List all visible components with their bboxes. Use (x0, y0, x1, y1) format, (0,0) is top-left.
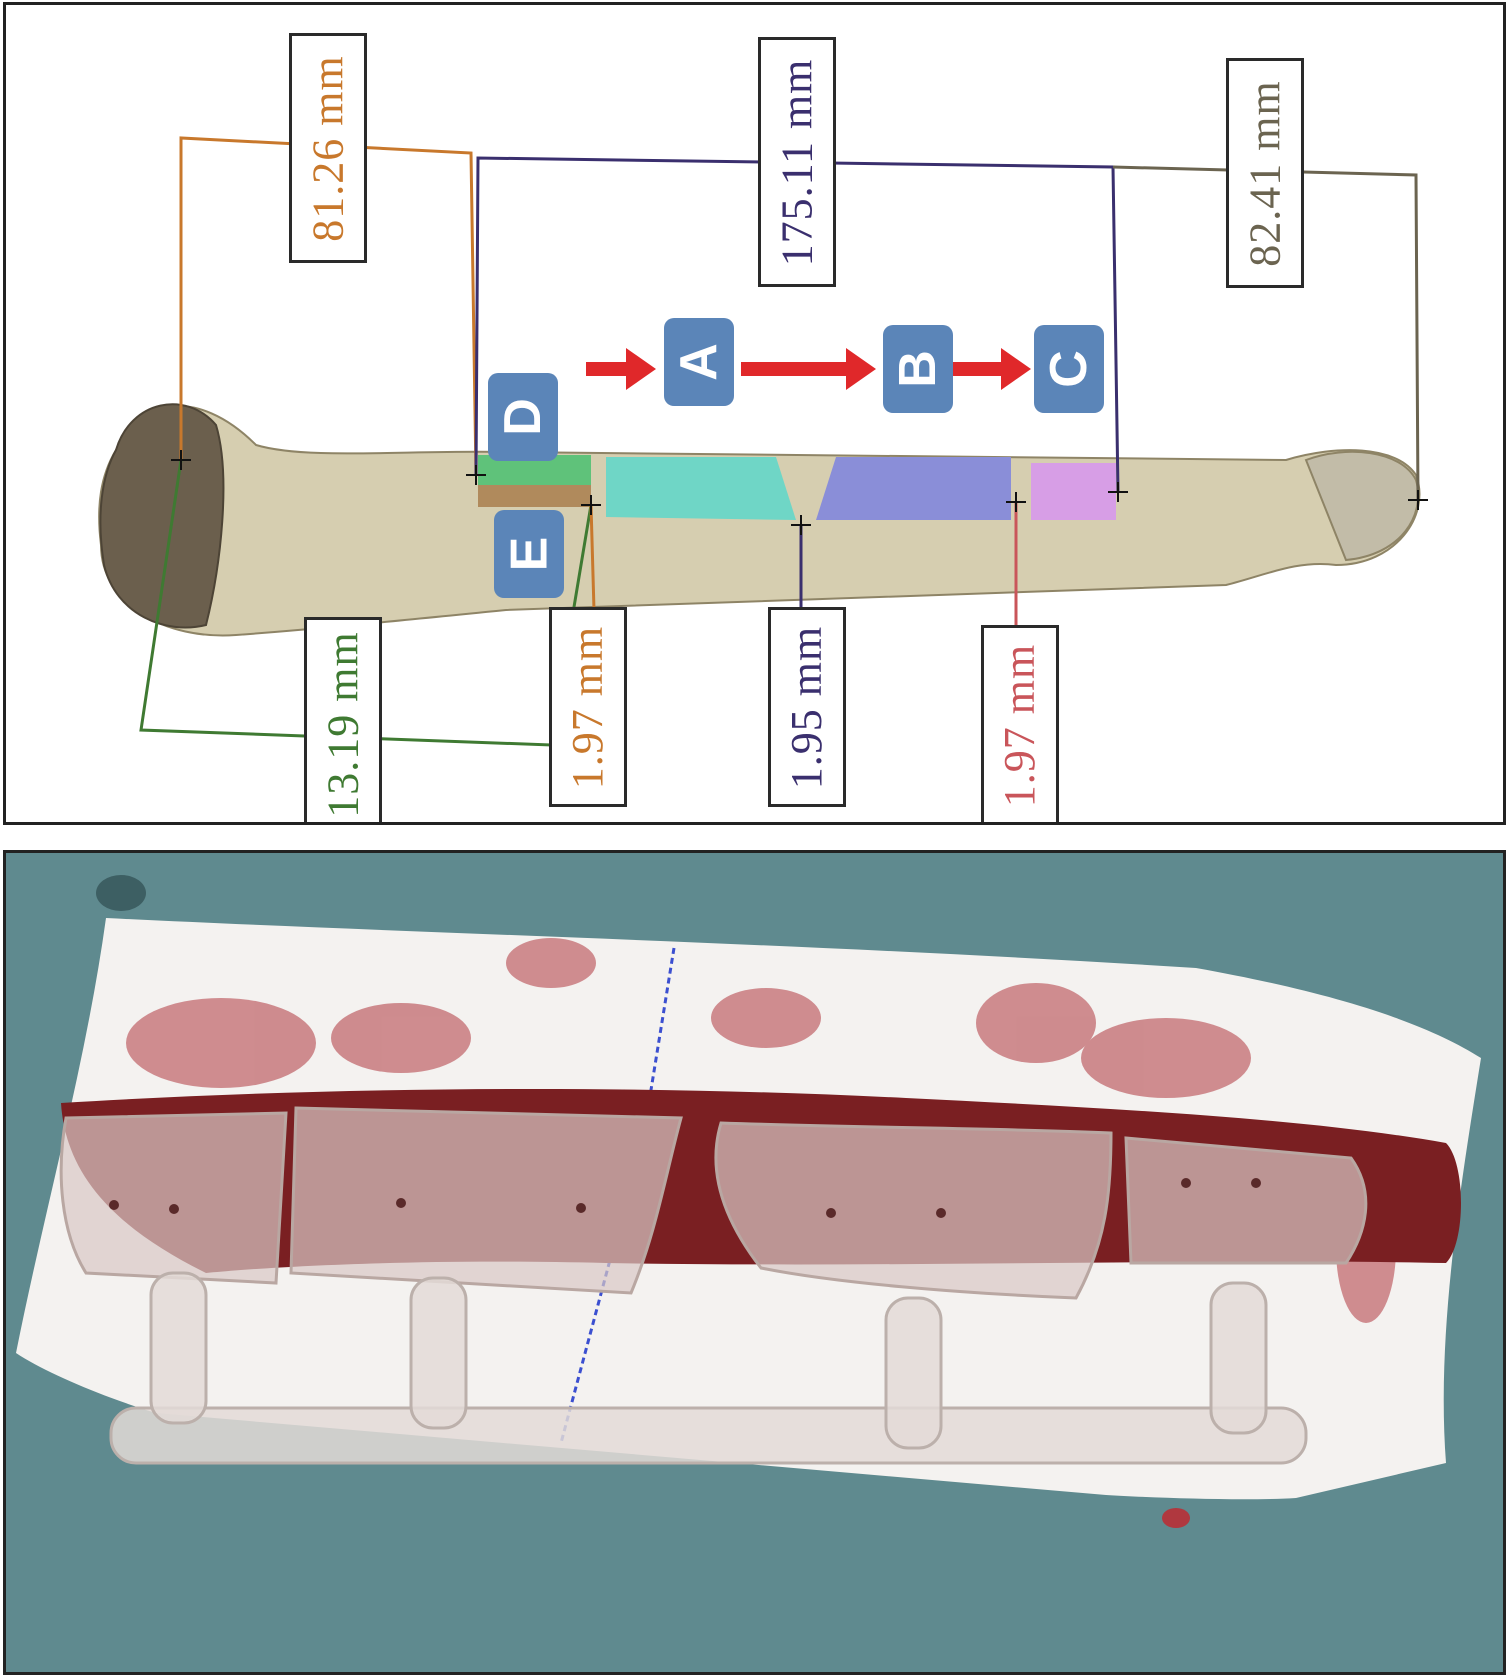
segment-letter: B (889, 350, 947, 388)
guide-hole (936, 1208, 946, 1218)
guide-shell-3 (714, 1121, 1113, 1300)
guide-hole (396, 1198, 406, 1208)
guide-hole (169, 1204, 179, 1214)
guide-hole (1181, 1178, 1191, 1188)
specimen-photo-panel (3, 850, 1506, 1675)
specimen-photo-drawing (6, 853, 1503, 1672)
measurement-value: 81.26 mm (303, 54, 353, 242)
arrow-b-to-c (951, 348, 1031, 390)
measurement-label-82-mm: 82.41 mm (1226, 58, 1304, 288)
measurement-value: 13.19 mm (318, 631, 368, 818)
segment-b (816, 457, 1011, 520)
bone-distal-end (1304, 450, 1420, 562)
blood-stain (976, 983, 1096, 1063)
guide-hole (576, 1203, 586, 1213)
guide-shell-4 (1124, 1136, 1368, 1265)
marker-c-end (1108, 482, 1128, 502)
line-82-mm (1112, 165, 1420, 501)
measurement-label-1-97-mm-right: 1.97 mm (981, 625, 1059, 822)
segment-letter: C (1040, 350, 1098, 388)
guide-post (409, 1276, 468, 1430)
measurement-value: 175.11 mm (772, 58, 822, 266)
blood-stain (1081, 1018, 1251, 1098)
segment-d (478, 455, 591, 485)
marker-ab (791, 515, 811, 535)
marker-d-start (466, 465, 486, 485)
bone-model (98, 404, 1421, 637)
marker-bc (1006, 492, 1026, 512)
arrow-to-a (586, 348, 656, 390)
segment-badge-b: B (883, 325, 953, 413)
guide-post (149, 1271, 208, 1425)
segment-letter: D (494, 398, 552, 436)
measurement-label-1-95-mm: 1.95 mm (768, 607, 846, 807)
guide-hole (826, 1208, 836, 1218)
blood-stain (331, 1003, 471, 1073)
gauze-marker-line (559, 947, 676, 1444)
measurement-value: 1.95 mm (782, 625, 832, 789)
guide-connecting-bar (109, 1406, 1308, 1465)
bone-model-drawing (98, 136, 1428, 747)
segment-badge-d: D (488, 373, 558, 461)
segment-c (1031, 463, 1116, 520)
guide-hole (109, 1200, 119, 1210)
arrow-a-to-b (741, 348, 876, 390)
segment-letter: E (500, 536, 558, 572)
measurement-label-81-mm: 81.26 mm (289, 33, 367, 263)
blood-stain (506, 938, 596, 988)
segment-letter: A (670, 343, 728, 381)
measurement-label-13-mm: 13.19 mm (304, 617, 382, 822)
line-1-97-left (589, 504, 596, 611)
marker-e-end (581, 495, 601, 515)
bone-proximal-end (99, 403, 225, 629)
drape-stain (96, 875, 146, 911)
guide-shell-1 (59, 1111, 288, 1285)
guide-shell-2 (289, 1106, 683, 1295)
segment-badge-c: C (1034, 325, 1104, 413)
blood-stain (126, 998, 316, 1088)
planning-diagram-panel: 81.26 mm 175.11 mm 82.41 mm 13.19 mm 1.9… (3, 2, 1506, 825)
measurement-value: 1.97 mm (995, 643, 1045, 807)
measurement-value: 1.97 mm (563, 625, 613, 789)
guide-post (1209, 1281, 1268, 1435)
measurement-label-1-97-mm-left: 1.97 mm (549, 607, 627, 807)
blood-drop (1162, 1508, 1190, 1528)
blood-stain (711, 988, 821, 1048)
marker-proximal (171, 450, 191, 470)
guide-hole (1251, 1178, 1261, 1188)
measurement-value: 82.41 mm (1240, 79, 1290, 267)
segment-e (478, 485, 591, 507)
segment-a (606, 457, 796, 520)
segment-badge-e: E (494, 510, 564, 598)
guide-post (884, 1296, 943, 1450)
segment-badge-a: A (664, 318, 734, 406)
measurement-label-175-mm: 175.11 mm (758, 37, 836, 287)
marker-distal (1408, 490, 1428, 510)
